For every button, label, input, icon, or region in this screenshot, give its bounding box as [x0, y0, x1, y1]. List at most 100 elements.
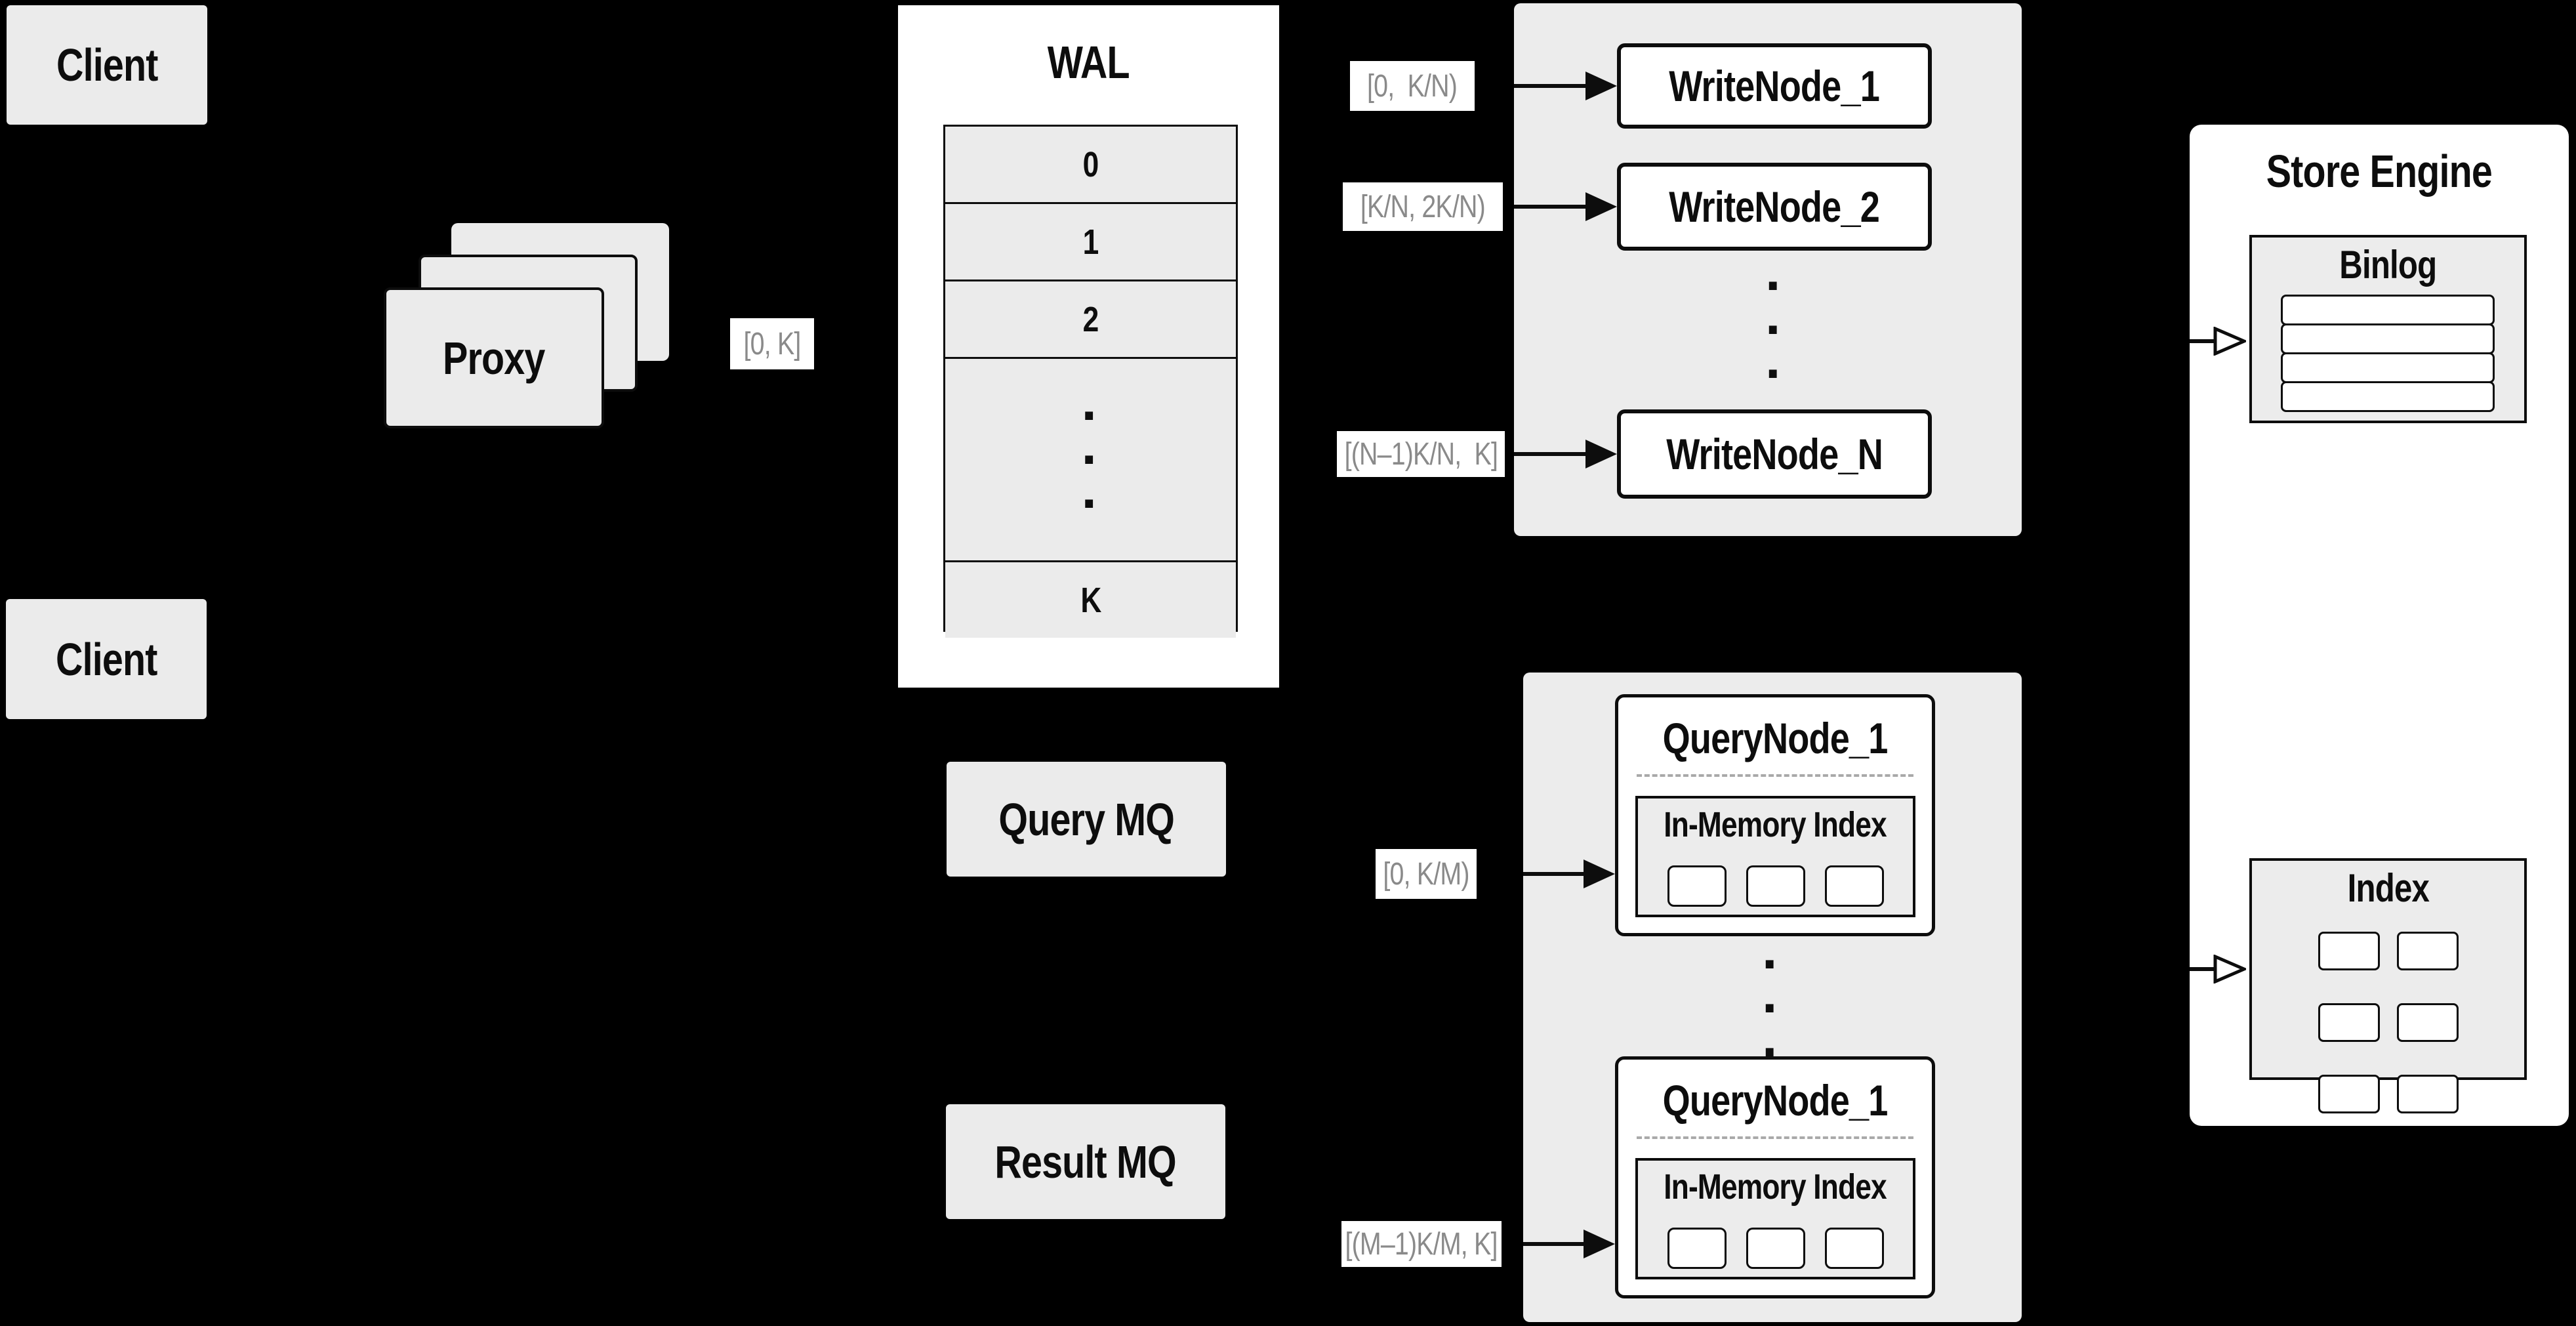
wal-ellipsis: ···: [1081, 384, 1100, 535]
query-nodes-ellipsis: ···: [1762, 933, 1780, 1083]
client-label-top: Client: [56, 39, 158, 91]
store-engine-title-wrap: Store Engine: [2190, 142, 2569, 201]
arrowhead-icon: [1585, 440, 1617, 468]
binlog-row: [2281, 381, 2495, 412]
wal-segment-label: 1: [1082, 222, 1099, 262]
index-slot: [1667, 1228, 1727, 1269]
binlog-title-wrap: Binlog: [2252, 241, 2524, 287]
result-mq-box: Result MQ: [946, 1104, 1225, 1219]
index-slot-row-top: [1638, 865, 1913, 907]
wal-segment-label: 0: [1082, 144, 1099, 184]
write-node-2-label: WriteNode_2: [1669, 182, 1881, 231]
arrow-binlog: [2190, 327, 2246, 356]
edge-label-proxy-out: [0, K]: [730, 318, 814, 369]
index-cell: [2318, 1075, 2380, 1113]
store-engine-title: Store Engine: [2266, 146, 2493, 197]
proxy-label: Proxy: [443, 332, 545, 384]
client-box-bottom: Client: [6, 599, 207, 719]
index-slot: [1824, 1228, 1884, 1269]
binlog-row: [2281, 295, 2495, 325]
wal-segment-label: 2: [1082, 299, 1099, 339]
write-node-1-label: WriteNode_1: [1669, 62, 1881, 110]
arrow-line: [1514, 452, 1591, 456]
arrow-line: [1514, 84, 1591, 88]
index-title: Index: [2347, 865, 2429, 910]
arrow-write-1: [1514, 72, 1617, 100]
query-node-top-title-wrap: QueryNode_1: [1618, 712, 1932, 764]
index-cell: [2318, 1003, 2380, 1042]
index-box: Index: [2249, 858, 2527, 1113]
arrow-line: [1523, 1242, 1589, 1246]
proxy-stack: Proxy: [384, 223, 669, 428]
query-node-top-title: QueryNode_1: [1662, 714, 1889, 762]
edge-label-write-n: [(N–1)K/N, K]: [1337, 431, 1505, 477]
arrowhead-icon: [1584, 1230, 1615, 1258]
edge-label-write-1: [0, K/N): [1350, 61, 1475, 111]
index-slot-row-bottom: [1638, 1228, 1913, 1269]
result-mq-label: Result MQ: [994, 1136, 1177, 1188]
index-cell: [2397, 1003, 2459, 1042]
binlog-title: Binlog: [2339, 242, 2437, 287]
index-cell: [2318, 932, 2380, 970]
arrow-line: [2190, 967, 2216, 971]
in-memory-index-box-top: In-Memory Index: [1635, 796, 1915, 917]
wal-segment-row: 1: [945, 202, 1236, 280]
arrowhead-icon: [1584, 860, 1615, 888]
hollow-arrowhead-icon: [2213, 955, 2246, 984]
edge-label-query-top: [0, K/M): [1376, 849, 1477, 899]
index-slot: [1746, 865, 1805, 907]
hollow-arrowhead-icon: [2213, 327, 2246, 356]
write-node-1-box: WriteNode_1: [1617, 43, 1932, 129]
arrow-write-n: [1514, 440, 1617, 468]
write-nodes-ellipsis-wrap: ···: [1748, 255, 1801, 405]
binlog-rows: [2281, 295, 2495, 412]
client-box-top: Client: [7, 5, 207, 125]
write-node-n-label: WriteNode_N: [1666, 430, 1883, 478]
client-label-bottom: Client: [55, 633, 157, 685]
arrow-index: [2190, 955, 2246, 984]
query-node-top-divider: [1637, 774, 1913, 777]
index-slot: [1824, 865, 1884, 907]
arrow-line: [1523, 872, 1589, 876]
query-node-bottom-title: QueryNode_1: [1662, 1076, 1889, 1125]
index-cell: [2397, 1075, 2459, 1113]
in-memory-index-title-wrap: In-Memory Index: [1638, 804, 1913, 846]
index-cells: [2283, 932, 2493, 1113]
wal-segment-row: 2: [945, 280, 1236, 357]
wal-segment-row: K: [945, 560, 1236, 638]
arrow-query-bottom: [1523, 1230, 1615, 1258]
arrow-line: [1514, 205, 1591, 209]
index-slot: [1667, 865, 1727, 907]
binlog-box: Binlog: [2249, 235, 2527, 423]
query-mq-label: Query MQ: [998, 793, 1175, 845]
edge-label-query-bottom: [(M–1)K/M, K]: [1341, 1221, 1502, 1267]
arrow-line: [2190, 339, 2216, 343]
wal-segment-row: 0: [945, 127, 1236, 202]
query-mq-box: Query MQ: [947, 762, 1226, 877]
arrow-write-2: [1514, 192, 1617, 221]
in-memory-index-title-wrap: In-Memory Index: [1638, 1166, 1913, 1208]
query-node-top-box: QueryNode_1 In-Memory Index: [1615, 694, 1935, 936]
in-memory-index-title-top: In-Memory Index: [1664, 805, 1887, 844]
proxy-card-front: Proxy: [384, 287, 604, 428]
wal-segment-table: 0 1 2 ··· K: [943, 125, 1238, 638]
write-nodes-ellipsis: ···: [1765, 255, 1784, 405]
write-node-2-box: WriteNode_2: [1617, 163, 1932, 251]
wal-segment-row-ellipsis: ···: [945, 357, 1236, 560]
wal-segment-label: K: [1080, 580, 1101, 620]
index-title-wrap: Index: [2252, 865, 2524, 911]
index-cell: [2397, 932, 2459, 970]
arrowhead-icon: [1585, 192, 1617, 221]
binlog-row: [2281, 323, 2495, 354]
arrow-query-top: [1523, 860, 1615, 888]
in-memory-index-title-bottom: In-Memory Index: [1664, 1167, 1887, 1207]
in-memory-index-box-bottom: In-Memory Index: [1635, 1158, 1915, 1279]
query-node-bottom-title-wrap: QueryNode_1: [1618, 1074, 1932, 1127]
wal-title: WAL: [1047, 37, 1130, 88]
binlog-row: [2281, 352, 2495, 383]
write-node-n-box: WriteNode_N: [1617, 409, 1932, 499]
query-nodes-ellipsis-wrap: ···: [1745, 936, 1797, 1079]
query-node-bottom-box: QueryNode_1 In-Memory Index: [1615, 1056, 1935, 1298]
index-slot: [1746, 1228, 1805, 1269]
